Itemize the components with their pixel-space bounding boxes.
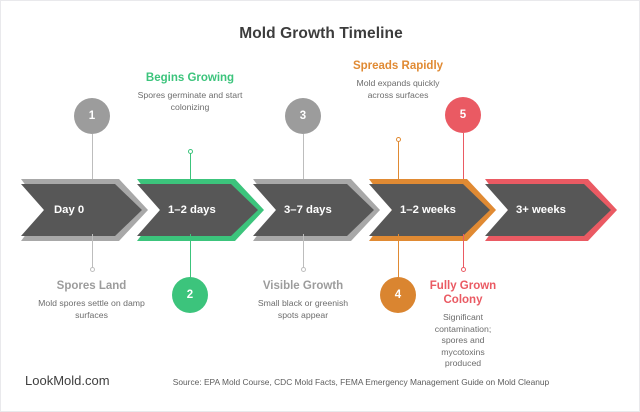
callout-heading: Begins Growing	[145, 72, 235, 84]
source-citation: Source: EPA Mold Course, CDC Mold Facts,…	[172, 377, 550, 387]
marker-stage-2[interactable]: 2	[172, 277, 208, 313]
segment-label: 3–7 days	[284, 204, 332, 216]
stem-stage-1	[91, 134, 93, 186]
stem-stage-5-bottom	[462, 234, 464, 270]
marker-number: 4	[394, 289, 402, 301]
stem-stage-5	[462, 133, 464, 186]
marker-stage-5[interactable]: 5	[445, 97, 481, 133]
callout-heading: Fully Grown Colony	[429, 280, 497, 306]
stem-ring-stage-3-bottom	[300, 267, 306, 272]
callout-description: Mold spores settle on damp surfaces	[38, 298, 145, 320]
band-segment-stage-5[interactable]: 3+ weeks	[485, 177, 617, 243]
stem-stage-3-bottom	[302, 234, 304, 270]
stem-ring-stage-4-top	[395, 137, 401, 142]
segment-label: 1–2 days	[168, 204, 216, 216]
segment-label: 3+ weeks	[516, 204, 566, 216]
callout-stage-5: Fully Grown Colony Significant contamina…	[429, 279, 497, 370]
marker-number: 5	[459, 109, 467, 121]
callout-description: Significant contamination; spores and my…	[434, 312, 492, 368]
callout-stage-3: Visible Growth Small black or greenish s…	[247, 279, 359, 321]
segment-label: 1–2 weeks	[400, 204, 456, 216]
callout-heading: Spreads Rapidly	[352, 60, 444, 72]
brand-label: LookMold.com	[25, 373, 110, 388]
callout-description: Spores germinate and start colonizing	[137, 90, 243, 112]
marker-number: 1	[88, 110, 96, 122]
callout-heading: Visible Growth	[262, 280, 344, 292]
callout-stage-1: Spores Land Mold spores settle on damp s…	[33, 279, 150, 321]
callout-stage-2: Begins Growing Spores germinate and star…	[134, 71, 246, 113]
marker-number: 3	[299, 110, 307, 122]
stem-stage-4-bottom	[397, 234, 399, 279]
stem-stage-2-bottom	[189, 234, 191, 279]
page-title: Mold Growth Timeline	[239, 25, 403, 42]
segment-label: Day 0	[54, 204, 85, 216]
marker-stage-4[interactable]: 4	[380, 277, 416, 313]
stem-stage-4-top	[397, 141, 399, 187]
callout-stage-4: Spreads Rapidly Mold expands quickly acr…	[350, 59, 446, 101]
callout-description: Small black or greenish spots appear	[257, 298, 349, 320]
stem-stage-3	[302, 134, 304, 186]
callout-heading: Spores Land	[56, 280, 127, 292]
stem-ring-stage-1-bottom	[89, 267, 95, 272]
callout-description: Mold expands quickly across surfaces	[356, 78, 440, 100]
band-segment-stage-2[interactable]: 1–2 days	[137, 177, 264, 243]
band-segment-stage-3[interactable]: 3–7 days	[253, 177, 380, 243]
timeline-band: Day 0 1–2 days 3–7 days 1–2 weeks	[1, 177, 640, 243]
marker-number: 2	[186, 289, 194, 301]
stem-stage-1-bottom	[91, 234, 93, 270]
band-segment-stage-4[interactable]: 1–2 weeks	[369, 177, 496, 243]
marker-stage-3[interactable]: 3	[285, 98, 321, 134]
stem-ring-stage-5-bottom	[460, 267, 466, 272]
stem-ring-stage-2-top	[187, 149, 193, 154]
marker-stage-1[interactable]: 1	[74, 98, 110, 134]
stem-stage-2-top	[189, 153, 191, 187]
band-segment-stage-1[interactable]: Day 0	[21, 177, 148, 243]
